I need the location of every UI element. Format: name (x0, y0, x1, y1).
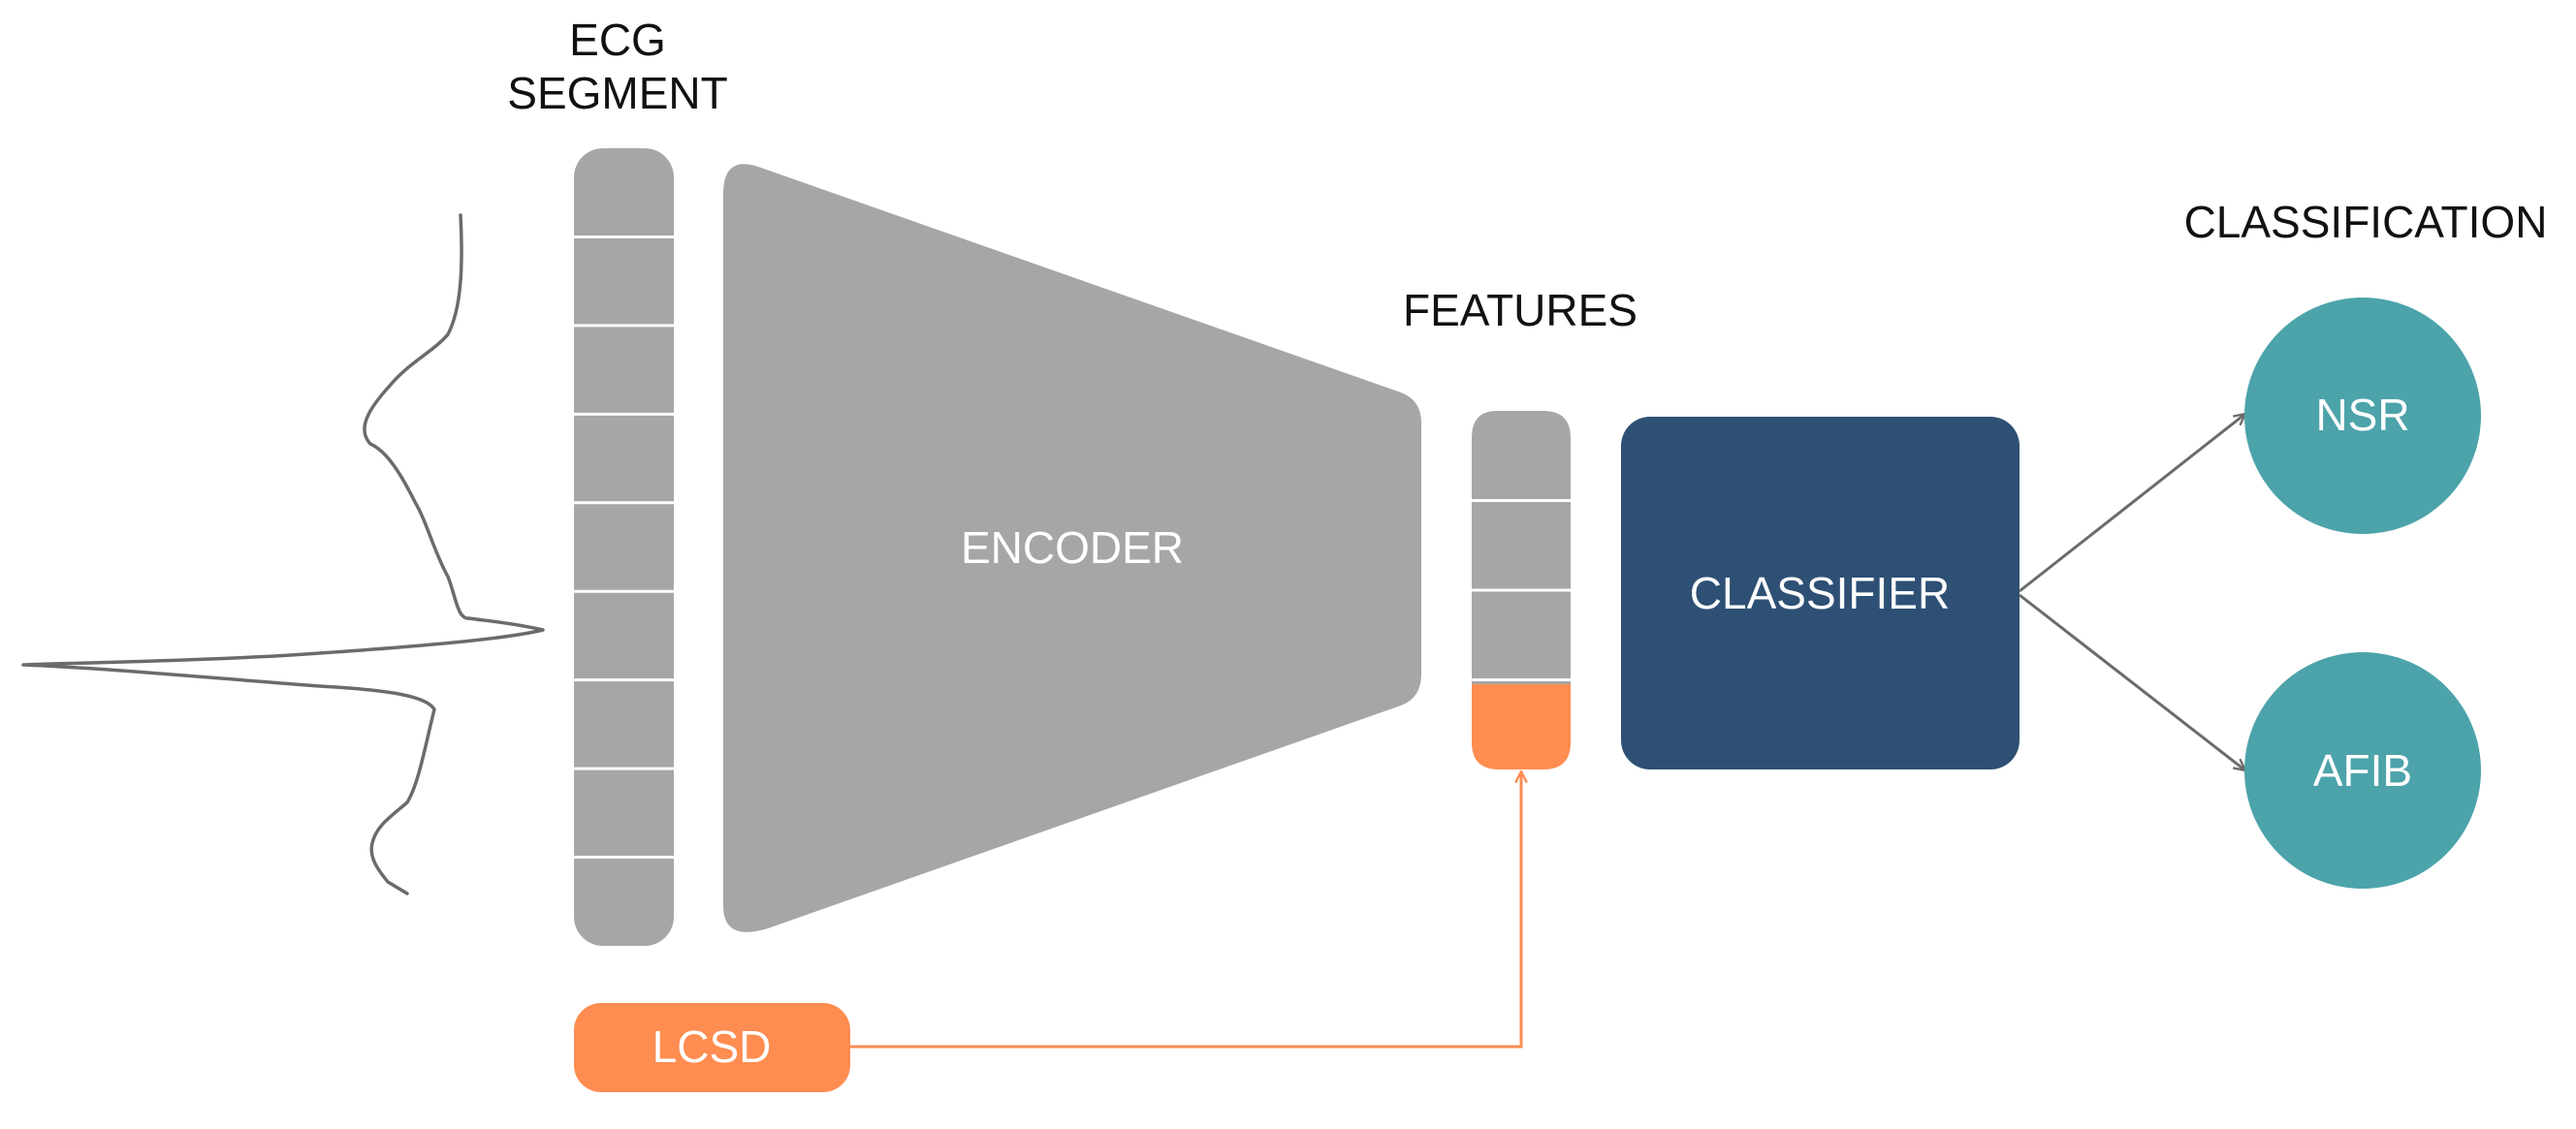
lcsd-block: LCSD (574, 1003, 850, 1092)
encoder-shape (723, 164, 1421, 932)
features-title: FEATURES (1403, 285, 1638, 335)
ecg-segment-title-line1: ECG (569, 15, 666, 65)
classification-title: CLASSIFICATION (2184, 197, 2548, 247)
classifier-box (1621, 417, 2019, 769)
encoder-block: ENCODER (723, 164, 1421, 932)
lcsd-box (574, 1003, 850, 1092)
ecg-segment-bar (574, 148, 674, 946)
features-gray-cells (1472, 411, 1571, 684)
arrow-classifier-to-afib (2019, 593, 2245, 770)
classifier-label: CLASSIFIER (1690, 568, 1950, 618)
nsr-label: NSR (2315, 390, 2409, 440)
features-vector (1472, 411, 1571, 769)
arrow-classifier-to-nsr (2019, 414, 2245, 593)
ecg-segment-title-line2: SEGMENT (507, 68, 727, 118)
encoder-label: ENCODER (961, 522, 1184, 573)
ecg-segment-vector (574, 148, 674, 946)
afib-label: AFIB (2313, 745, 2412, 796)
nsr-circle (2244, 298, 2481, 534)
ecg-segment-dividers (574, 235, 674, 860)
output-nsr: NSR (2244, 298, 2481, 534)
features-dividers (1472, 499, 1571, 681)
lcsd-label: LCSD (652, 1021, 772, 1072)
arrow-lcsd-to-features (850, 771, 1521, 1049)
classifier-block: CLASSIFIER (1621, 417, 2019, 769)
afib-circle (2244, 652, 2481, 889)
output-afib: AFIB (2244, 652, 2481, 889)
ecg-waveform (21, 213, 545, 895)
features-lcsd-cell (1472, 684, 1571, 769)
